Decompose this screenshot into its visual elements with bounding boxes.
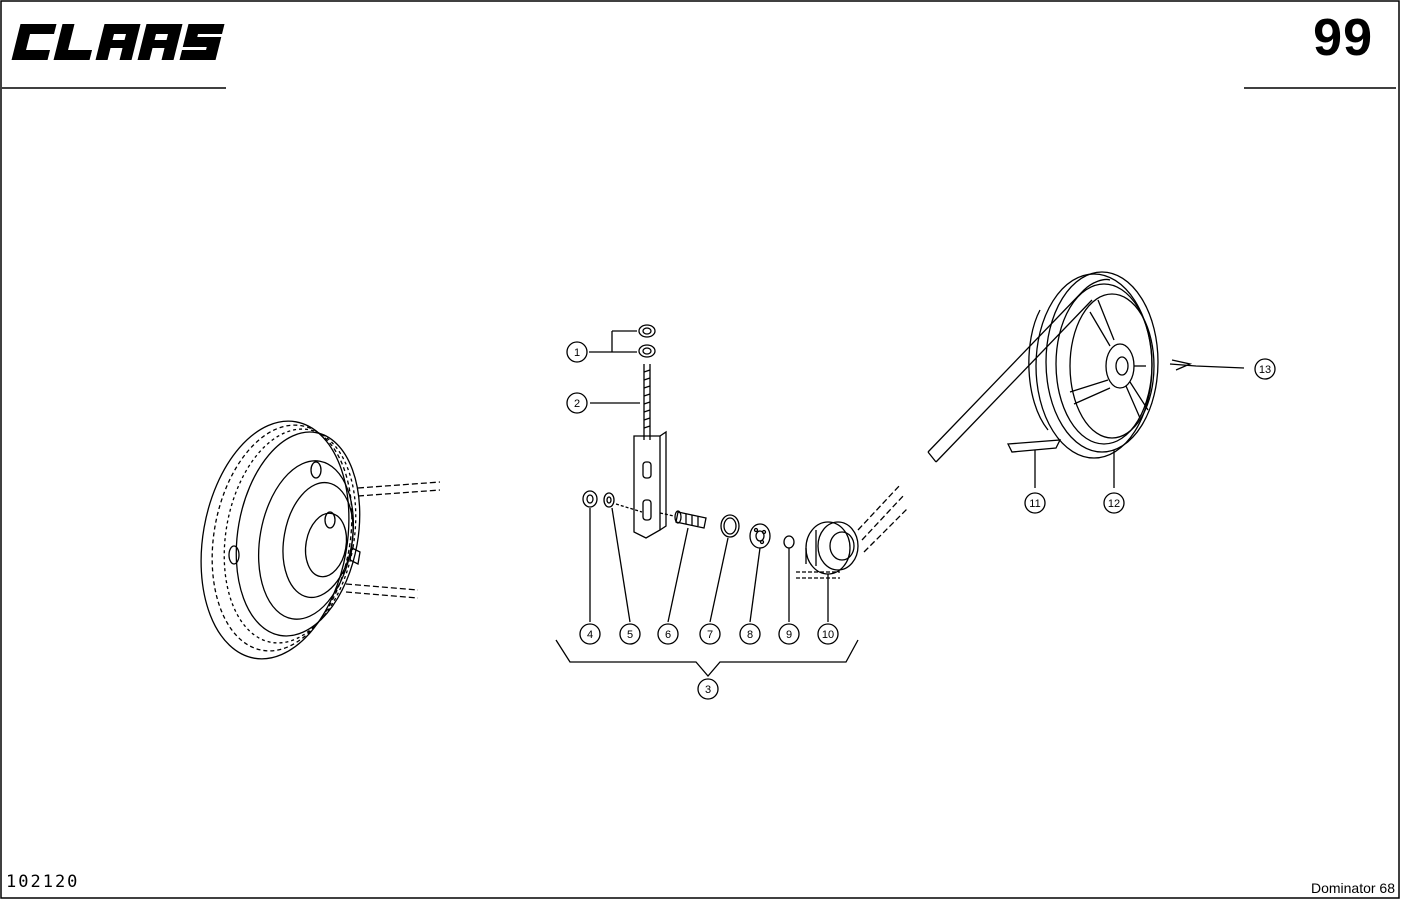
spacer-ring [720, 514, 740, 538]
ball-bearing [749, 523, 771, 549]
svg-text:3: 3 [705, 684, 711, 696]
axle-bolt [659, 510, 707, 529]
model-name: Dominator 68 [1310, 880, 1395, 896]
callout-13: 13 [1254, 358, 1276, 380]
claas-logo [11, 24, 225, 60]
callout-11: 11 [1024, 492, 1046, 514]
callout-6: 6 [657, 623, 679, 645]
callout-9: 9 [778, 623, 800, 645]
svg-text:4: 4 [587, 629, 593, 641]
svg-text:11: 11 [1029, 498, 1040, 510]
callout-10: 10 [817, 623, 839, 645]
svg-text:5: 5 [627, 629, 633, 641]
circlip [783, 535, 795, 549]
tensioner-bracket [633, 430, 667, 539]
callout-4: 4 [579, 623, 601, 645]
callout-3: 3 [697, 678, 719, 700]
svg-text:10: 10 [822, 629, 834, 641]
callout-12: 12 [1103, 492, 1125, 514]
drive-pulley-right [927, 271, 1245, 463]
threaded-rod [643, 364, 651, 440]
svg-text:12: 12 [1108, 498, 1120, 510]
svg-text:8: 8 [747, 629, 753, 641]
callout-2: 2 [566, 392, 588, 414]
washer-small [603, 492, 615, 508]
svg-text:6: 6 [665, 629, 671, 641]
large-pulley-left [200, 420, 441, 660]
callout-labels: 1 2 3 4 5 6 7 8 9 10 11 12 13 [566, 341, 1276, 700]
callout-7: 7 [699, 623, 721, 645]
svg-text:13: 13 [1259, 364, 1271, 376]
callout-5: 5 [619, 623, 641, 645]
document-code: 102120 [6, 872, 80, 892]
nut-small [582, 490, 598, 508]
idler-pulley [796, 484, 909, 579]
svg-text:9: 9 [786, 629, 792, 641]
callout-1: 1 [566, 341, 588, 363]
svg-text:2: 2 [574, 398, 580, 410]
callout-8: 8 [739, 623, 761, 645]
page-number: 99 [1313, 9, 1373, 67]
svg-text:1: 1 [574, 347, 580, 359]
svg-text:7: 7 [707, 629, 713, 641]
hex-nuts [638, 324, 656, 358]
